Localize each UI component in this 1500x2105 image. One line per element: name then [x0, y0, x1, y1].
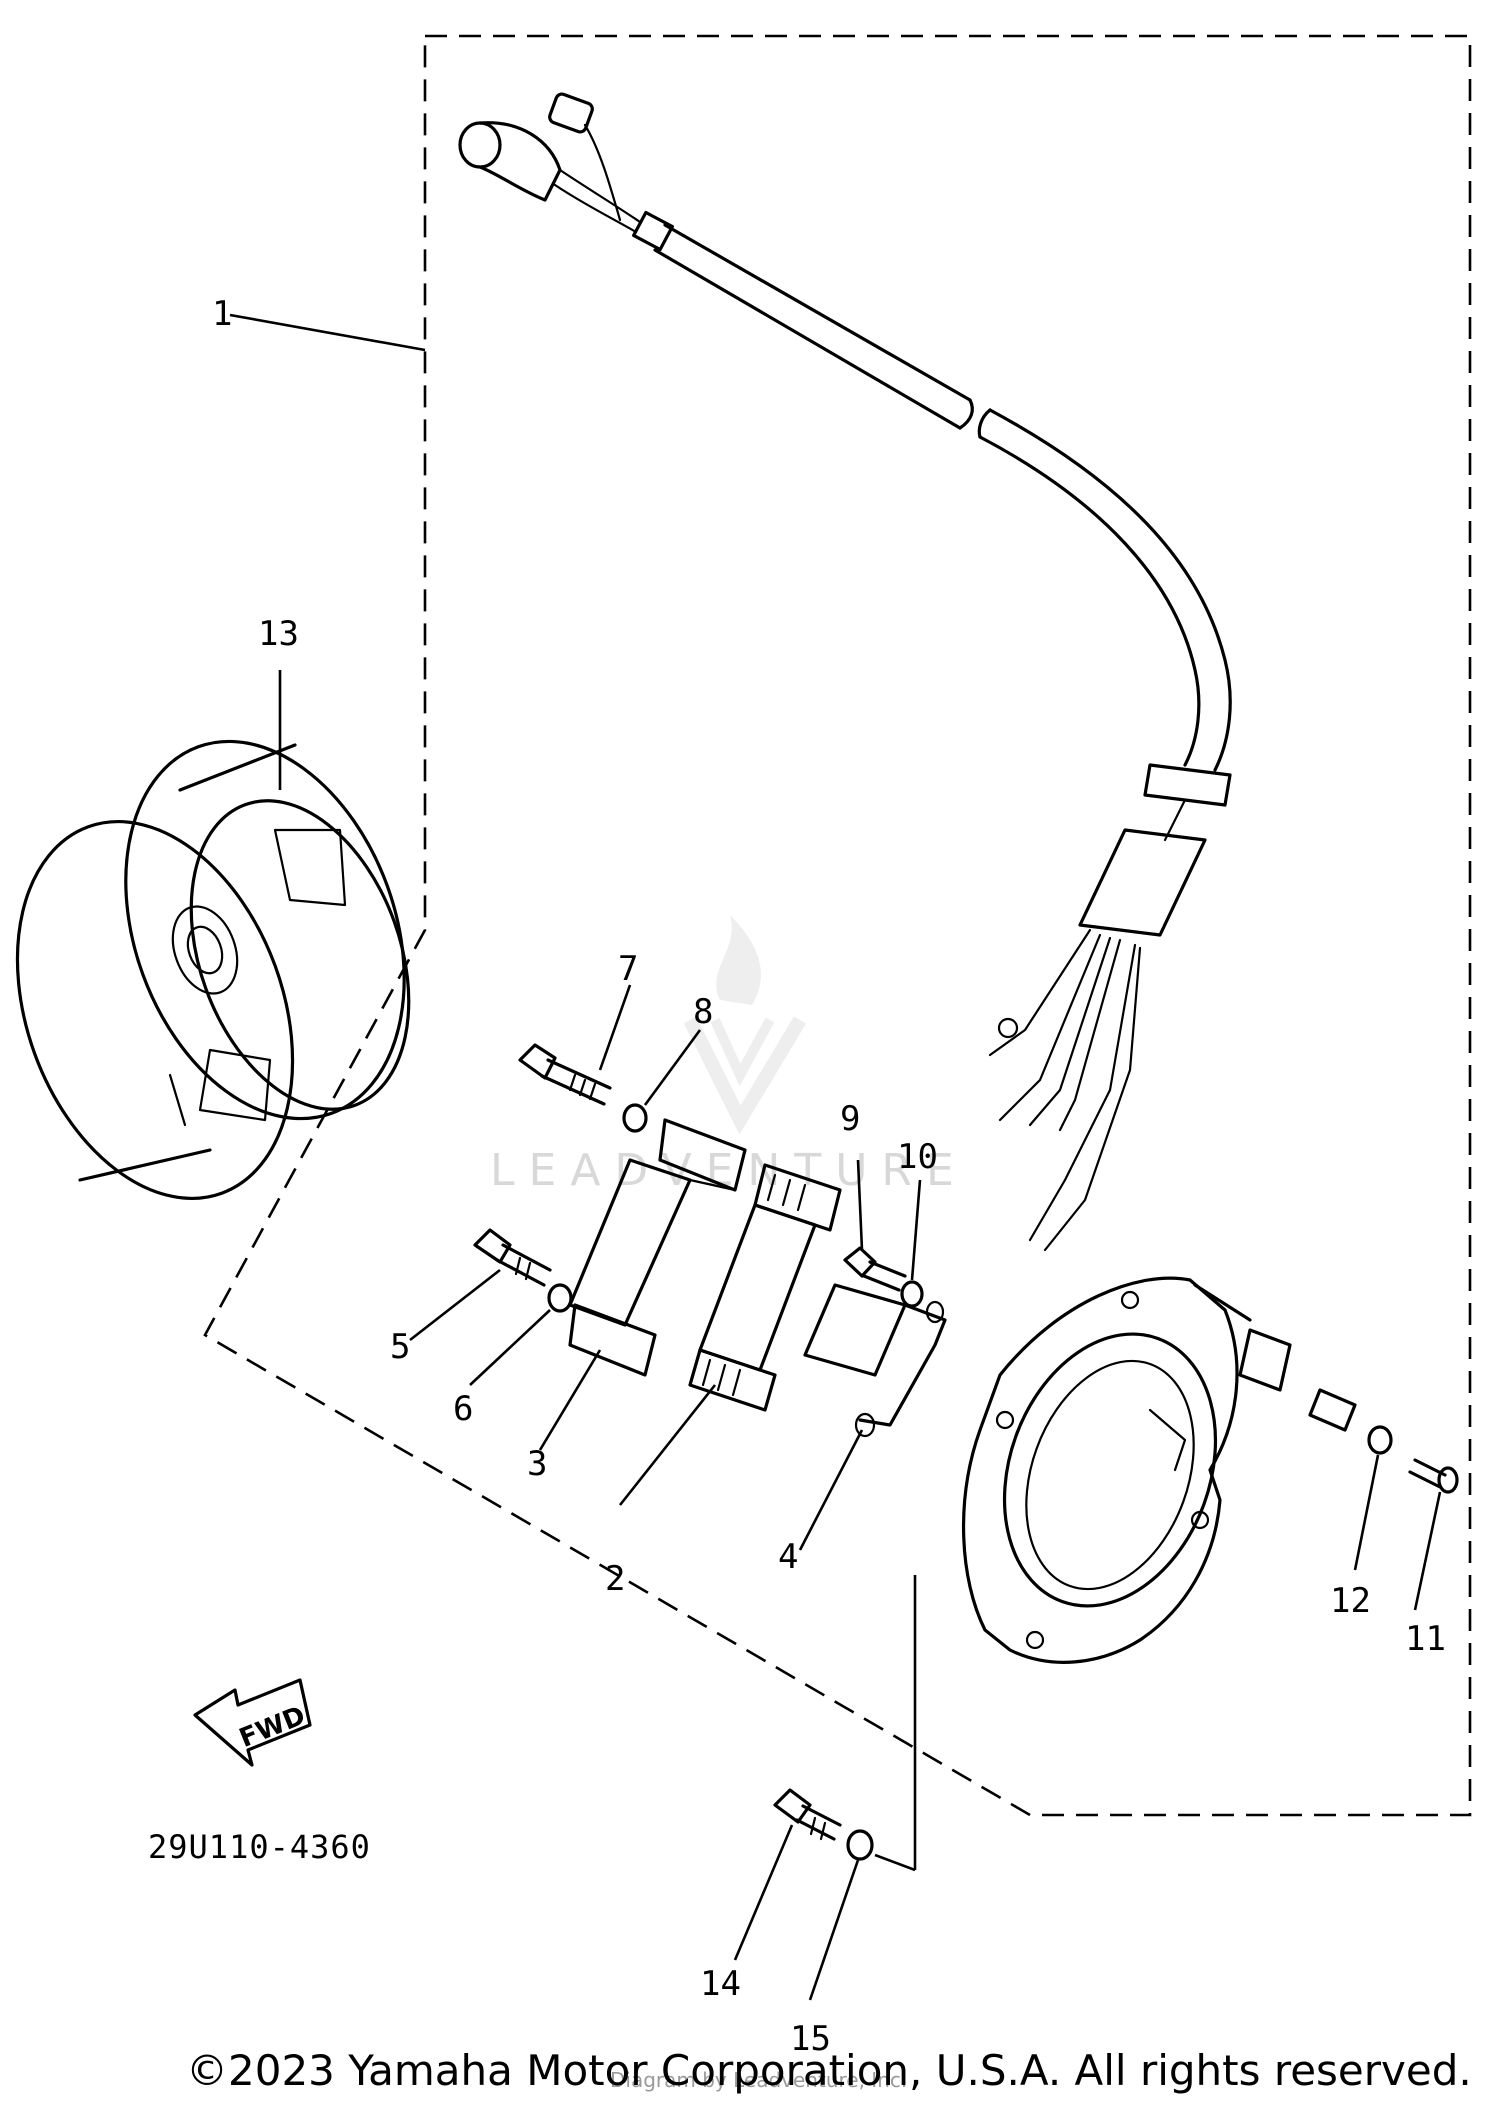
copyright-footer: ©2023 Yamaha Motor Corporation, U.S.A. A… — [186, 2046, 1472, 2095]
callout-1: 1 — [212, 294, 232, 334]
bolt-5 — [473, 1228, 552, 1287]
stator-base-plate — [961, 1276, 1239, 1664]
assembly-outline — [203, 34, 1472, 1817]
bolt-9 — [843, 1246, 907, 1292]
bolt-14 — [773, 1788, 842, 1841]
callout-8: 8 — [693, 992, 713, 1032]
callout-4: 4 — [778, 1537, 798, 1577]
leader-lines — [229, 313, 1442, 2001]
callout-2: 2 — [605, 1559, 625, 1599]
sensor-bracket — [1193, 1283, 1357, 1432]
pulser-coil-2 — [688, 1163, 842, 1412]
small-watermark: Diagram by Leadventure, Inc. — [610, 2068, 907, 2092]
callout-3: 3 — [527, 1444, 547, 1484]
wire-harness — [458, 92, 1232, 1252]
charge-coil-3 — [568, 1118, 747, 1377]
callout-11: 11 — [1405, 1619, 1446, 1659]
callout-12: 12 — [1330, 1581, 1371, 1621]
flywheel-rotor — [15, 739, 411, 1200]
callout-6: 6 — [453, 1389, 473, 1429]
washer-8 — [622, 1103, 648, 1133]
washer-15 — [846, 1829, 874, 1861]
washer-12 — [1367, 1425, 1393, 1455]
washer-6 — [547, 1283, 573, 1313]
leadventure-logo-icon — [683, 915, 807, 1135]
bolt-7 — [518, 1043, 612, 1106]
callout-13: 13 — [258, 614, 299, 654]
callout-10: 10 — [897, 1137, 938, 1177]
washer-10 — [900, 1280, 924, 1308]
callout-14: 14 — [700, 1964, 741, 2004]
screw-11 — [1408, 1458, 1459, 1494]
diagram-code: 29U110-4360 — [148, 1828, 371, 1866]
callout-15: 15 — [790, 2019, 831, 2059]
fwd-label: FWD — [235, 1701, 309, 1754]
fwd-arrow-icon: FWD — [193, 1678, 312, 1767]
callout-5: 5 — [390, 1327, 410, 1367]
callout-9: 9 — [840, 1099, 860, 1139]
callout-7: 7 — [618, 949, 638, 989]
coil-bracket-4 — [803, 1283, 947, 1438]
